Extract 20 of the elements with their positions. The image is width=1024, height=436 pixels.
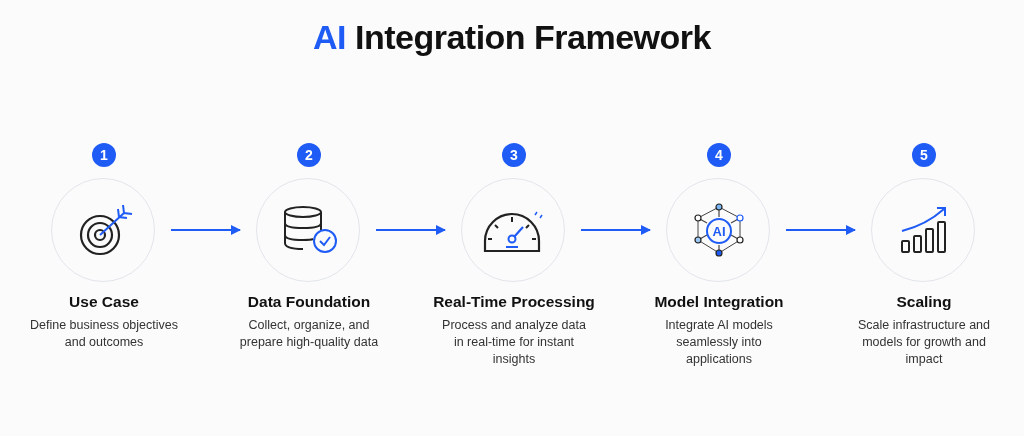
step-title: Use Case xyxy=(68,293,140,311)
arrow xyxy=(580,225,651,235)
step-number: 4 xyxy=(707,143,731,167)
step-description: Define business objectives and outcomes xyxy=(29,317,179,351)
step-number: 5 xyxy=(912,143,936,167)
step-number: 2 xyxy=(297,143,321,167)
arrow xyxy=(785,225,856,235)
step-title: Scaling xyxy=(895,293,953,311)
step-description: Process and analyze data in real-time for instant insights xyxy=(441,317,587,368)
step-title: Data Foundation xyxy=(246,293,372,311)
step-number: 3 xyxy=(502,143,526,167)
step-description: Scale infrastructure and models for growth and impact xyxy=(857,317,991,368)
arrow xyxy=(170,225,241,235)
step-title: Real-Time Processing xyxy=(432,293,596,311)
step-number: 1 xyxy=(92,143,116,167)
step-title: Model Integration xyxy=(653,293,785,311)
step-description: Collect, organize, and prepare high-quality data xyxy=(238,317,380,351)
title: AI Integration Framework xyxy=(312,18,712,57)
step-description: Integrate AI models seamlessly into applications xyxy=(664,317,774,368)
arrow xyxy=(375,225,446,235)
